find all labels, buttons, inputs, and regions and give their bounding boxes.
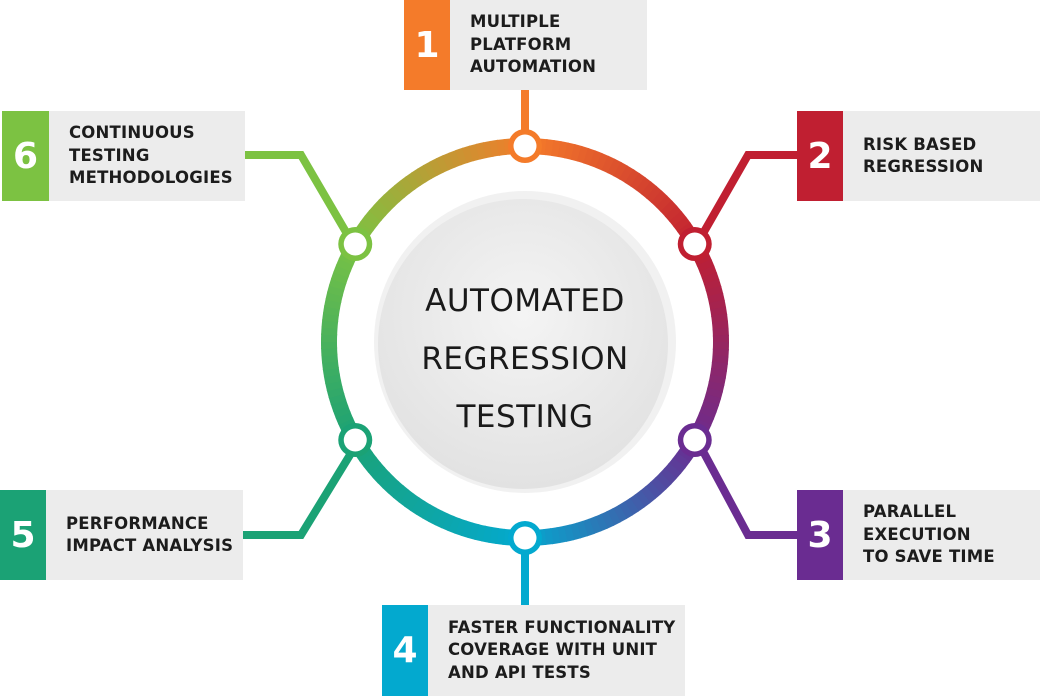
step-label-line: AND API TESTS — [448, 662, 591, 682]
step-number-badge: 4 — [382, 605, 428, 696]
ring-node-inner — [343, 428, 367, 452]
center-title: AUTOMATED REGRESSION TESTING — [375, 272, 675, 446]
step-label-line: METHODOLOGIES — [69, 168, 233, 188]
step-label-line: AUTOMATION — [470, 57, 597, 77]
step-label: RISK BASED REGRESSION — [843, 111, 1040, 201]
step-card-2: 2 RISK BASED REGRESSION — [797, 111, 1040, 201]
gradient-ring — [321, 138, 729, 546]
step-number-badge: 3 — [797, 490, 843, 580]
step-card-4: 4 FASTER FUNCTIONALITY COVERAGE WITH UNIT… — [382, 605, 685, 696]
step-label-line: CONTINUOUS — [69, 123, 195, 143]
ring-node-inner — [343, 232, 367, 256]
connector-line-6 — [245, 151, 357, 247]
step-number-badge: 5 — [0, 490, 46, 580]
center-title-line: REGRESSION — [421, 341, 629, 377]
step-card-5: 5 PERFORMANCE IMPACT ANALYSIS — [0, 490, 243, 580]
ring-node-inner — [683, 232, 707, 256]
connector-line-5 — [243, 447, 357, 539]
step-label-line: IMPACT ANALYSIS — [66, 536, 234, 555]
ring-node-inner — [683, 428, 707, 452]
step-number-badge: 1 — [404, 0, 450, 90]
connector-line-3 — [693, 438, 797, 539]
center-title-line: AUTOMATED — [425, 283, 625, 319]
step-label-line: PLATFORM — [470, 34, 572, 54]
step-label-line: EXECUTION — [863, 524, 971, 544]
connectors — [243, 90, 797, 605]
step-label-line: COVERAGE WITH UNIT — [448, 640, 658, 660]
step-label-line: MULTIPLE — [470, 12, 561, 32]
ring-node-inner — [513, 526, 537, 550]
step-number-badge: 2 — [797, 111, 843, 201]
step-label-line: PARALLEL — [863, 502, 957, 522]
connector-line-2 — [693, 151, 797, 246]
center-title-line: TESTING — [456, 399, 594, 435]
step-label-line: TO SAVE TIME — [863, 547, 995, 567]
ring-nodes — [338, 129, 712, 555]
step-label-line: PERFORMANCE — [66, 513, 209, 533]
center-circle — [378, 199, 668, 489]
step-label-line: TESTING — [69, 145, 150, 165]
step-number-badge: 6 — [2, 111, 49, 201]
step-label-line: FASTER FUNCTIONALITY — [448, 617, 676, 637]
step-label-line: REGRESSION — [863, 157, 984, 176]
step-label-line: RISK BASED — [863, 134, 977, 154]
ring-node-inner — [513, 134, 537, 158]
step-label: PERFORMANCE IMPACT ANALYSIS — [46, 490, 243, 580]
